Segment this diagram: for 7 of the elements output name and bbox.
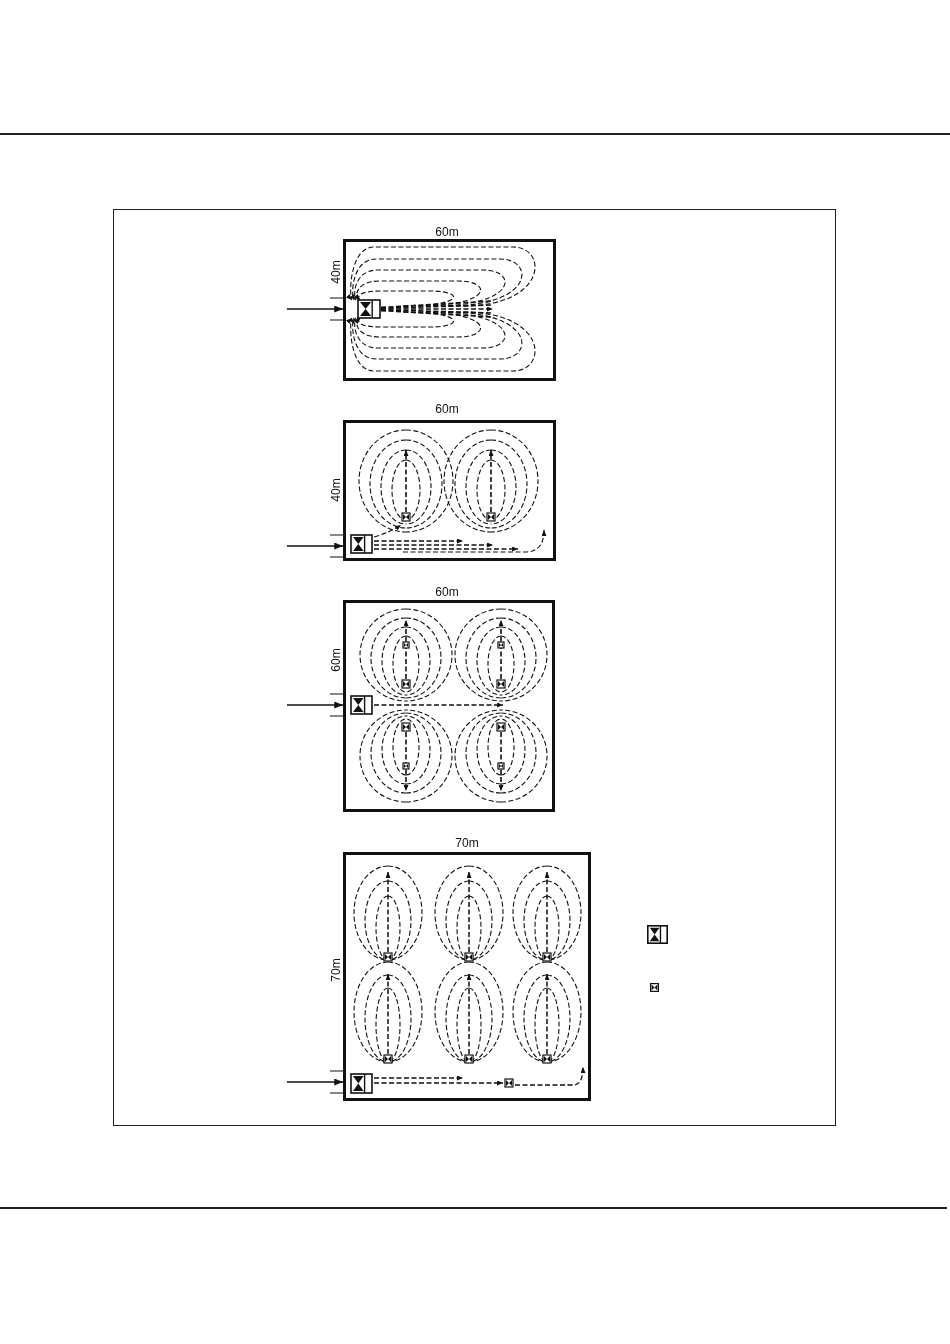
dimension-label: 70m xyxy=(455,837,479,849)
arrow xyxy=(286,305,344,313)
dimension-label: 60m xyxy=(435,586,459,598)
arrow xyxy=(286,542,344,550)
arrow xyxy=(286,1078,344,1086)
dimension-label: 60m xyxy=(435,403,459,415)
arrow xyxy=(286,701,344,709)
